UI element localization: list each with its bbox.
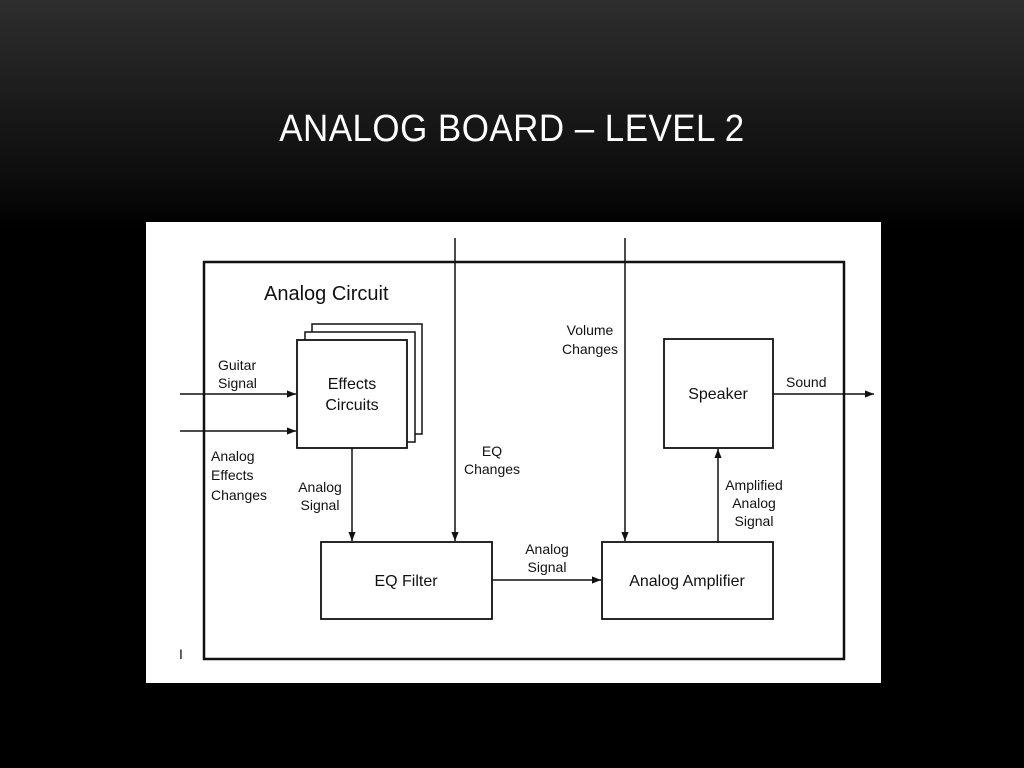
guitar-signal-label-1: Guitar bbox=[218, 357, 256, 373]
effects-circuits-block: Effects Circuits bbox=[296, 323, 423, 449]
block-diagram: Analog Circuit Effects Circuits EQ Filte… bbox=[179, 238, 874, 662]
amplifier-to-speaker-label-2: Analog bbox=[732, 495, 776, 511]
eq-to-amplifier-label-2: Signal bbox=[528, 559, 567, 575]
analog-amplifier-block: Analog Amplifier bbox=[601, 541, 774, 620]
block-diagram-figure: Analog Circuit Effects Circuits EQ Filte… bbox=[146, 222, 881, 683]
analog-effects-changes-label-2: Effects bbox=[211, 467, 254, 483]
corner-mark: I bbox=[179, 646, 183, 662]
guitar-signal-label-2: Signal bbox=[218, 375, 257, 391]
analog-circuit-label: Analog Circuit bbox=[264, 283, 389, 305]
sound-label: Sound bbox=[786, 374, 826, 390]
eq-filter-block: EQ Filter bbox=[320, 541, 493, 620]
volume-changes-label-1: Volume bbox=[567, 322, 614, 338]
eq-changes-label-1: EQ bbox=[482, 443, 502, 459]
effects-circuits-label-2: Circuits bbox=[325, 397, 378, 414]
effects-to-eq-label-2: Signal bbox=[301, 497, 340, 513]
eq-changes-label-2: Changes bbox=[464, 461, 520, 477]
effects-to-eq-label-1: Analog bbox=[298, 479, 342, 495]
amplifier-to-speaker-label-1: Amplified bbox=[725, 477, 783, 493]
volume-changes-label-2: Changes bbox=[562, 341, 618, 357]
speaker-block: Speaker bbox=[663, 338, 774, 449]
speaker-label: Speaker bbox=[688, 386, 748, 403]
eq-to-amplifier-label-1: Analog bbox=[525, 541, 569, 557]
amplifier-to-speaker-label-3: Signal bbox=[735, 513, 774, 529]
eq-filter-label: EQ Filter bbox=[374, 573, 438, 590]
analog-circuit-boundary bbox=[202, 260, 846, 661]
analog-amplifier-label: Analog Amplifier bbox=[629, 573, 745, 590]
analog-effects-changes-label-1: Analog bbox=[211, 448, 255, 464]
effects-circuits-label-1: Effects bbox=[328, 376, 377, 393]
analog-effects-changes-label-3: Changes bbox=[211, 487, 267, 503]
slide-title: ANALOG BOARD – LEVEL 2 bbox=[279, 108, 745, 150]
